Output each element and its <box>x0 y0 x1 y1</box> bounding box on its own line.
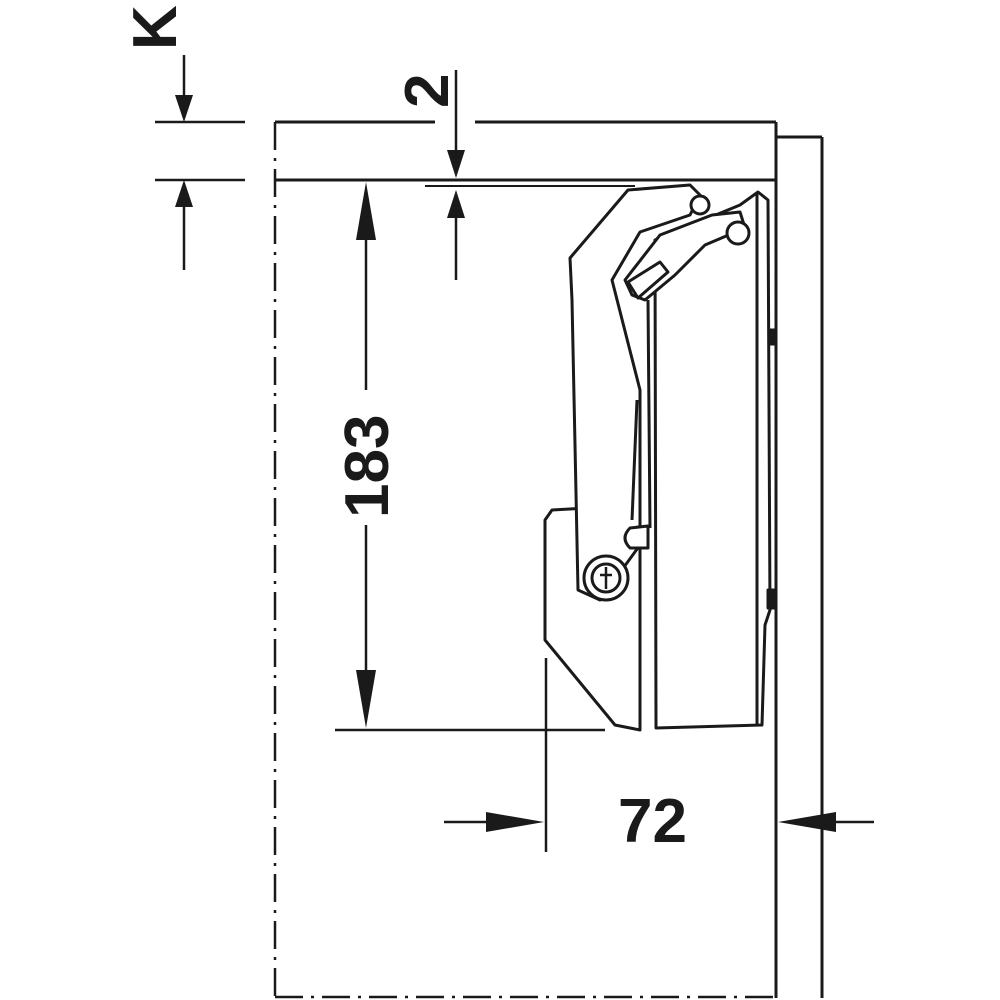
dimension-k <box>155 55 245 270</box>
k-label: K <box>121 5 190 50</box>
height-label: 183 <box>333 415 402 518</box>
dimension-height <box>335 182 605 732</box>
dimension-gap <box>425 70 635 280</box>
top-panel <box>275 120 778 998</box>
side-panel <box>776 135 824 998</box>
dimension-depth <box>444 658 874 852</box>
depth-label: 72 <box>618 787 687 856</box>
gap-label: 2 <box>393 74 462 108</box>
lift-mechanism <box>543 183 778 732</box>
cabinet-outline <box>273 122 778 999</box>
